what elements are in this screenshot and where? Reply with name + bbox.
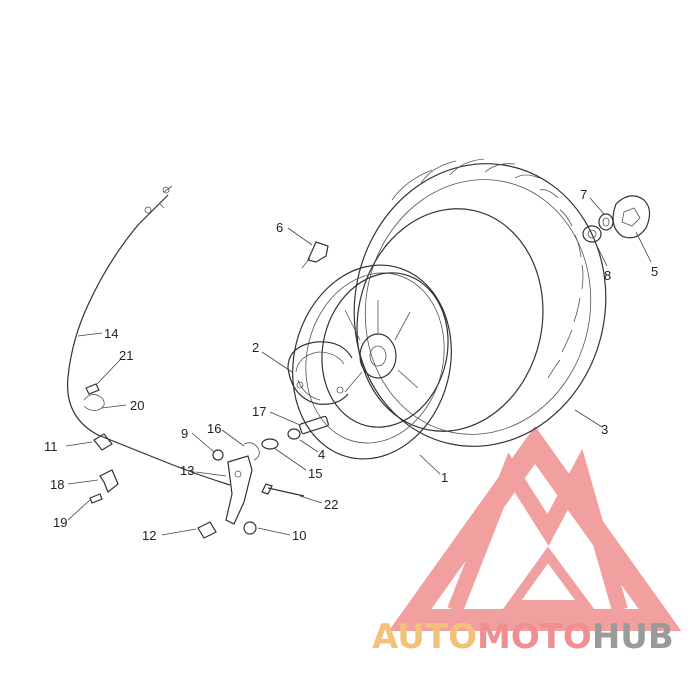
hub-cap bbox=[612, 195, 651, 239]
screw-21 bbox=[85, 383, 100, 395]
callout-1: 1 bbox=[441, 470, 448, 485]
callout-21: 21 bbox=[119, 348, 133, 363]
callout-17: 17 bbox=[252, 404, 266, 419]
cable-clip-11 bbox=[93, 433, 113, 451]
callout-3: 3 bbox=[601, 422, 608, 437]
callout-16: 16 bbox=[207, 421, 221, 436]
callout-20: 20 bbox=[130, 398, 144, 413]
callout-15: 15 bbox=[308, 466, 322, 481]
wheel-rim bbox=[292, 264, 452, 460]
watermark-wordmark: AUTOMOTOHUB bbox=[372, 617, 674, 657]
wordmark-moto: MOTO bbox=[477, 617, 592, 657]
brake-lever bbox=[225, 455, 253, 525]
callout-18: 18 bbox=[50, 477, 64, 492]
callout-14: 14 bbox=[104, 326, 118, 341]
washer-7 bbox=[598, 213, 614, 231]
wordmark-hub: HUB bbox=[592, 617, 674, 657]
bracket-18 bbox=[99, 469, 119, 493]
nut-9 bbox=[212, 449, 224, 461]
pin-12 bbox=[197, 521, 217, 539]
svg-text:AUTOMOTOHUB: AUTOMOTOHUB bbox=[372, 617, 674, 657]
callout-8: 8 bbox=[604, 268, 611, 283]
tyre bbox=[353, 158, 607, 447]
callout-12: 12 bbox=[142, 528, 156, 543]
callout-10: 10 bbox=[292, 528, 306, 543]
brake-cable bbox=[66, 185, 231, 486]
callout-13: 13 bbox=[180, 463, 194, 478]
brake-cam bbox=[299, 415, 329, 435]
nut-10 bbox=[243, 521, 257, 535]
bolt-19 bbox=[89, 493, 103, 504]
watermark-logo bbox=[388, 426, 682, 631]
grease-fitting bbox=[301, 241, 329, 269]
bearing-8 bbox=[582, 225, 602, 243]
callout-22: 22 bbox=[324, 497, 338, 512]
callout-7: 7 bbox=[580, 187, 587, 202]
washer-15 bbox=[261, 438, 279, 450]
logo-m-stroke bbox=[447, 448, 628, 613]
callout-6: 6 bbox=[276, 220, 283, 235]
callout-5: 5 bbox=[651, 264, 658, 279]
callout-4: 4 bbox=[318, 447, 325, 462]
clamp-20 bbox=[83, 394, 105, 411]
callout-9: 9 bbox=[181, 426, 188, 441]
bolt-22 bbox=[261, 483, 305, 497]
callout-19: 19 bbox=[53, 515, 67, 530]
callout-2: 2 bbox=[252, 340, 259, 355]
logo-inner-triangle bbox=[502, 546, 595, 610]
callout-11: 11 bbox=[44, 439, 58, 454]
washer-4 bbox=[287, 428, 301, 440]
spring-16 bbox=[243, 442, 260, 461]
wordmark-auto: AUTO bbox=[372, 617, 477, 657]
brake-shoes bbox=[287, 341, 353, 405]
leader-lines bbox=[65, 197, 652, 536]
